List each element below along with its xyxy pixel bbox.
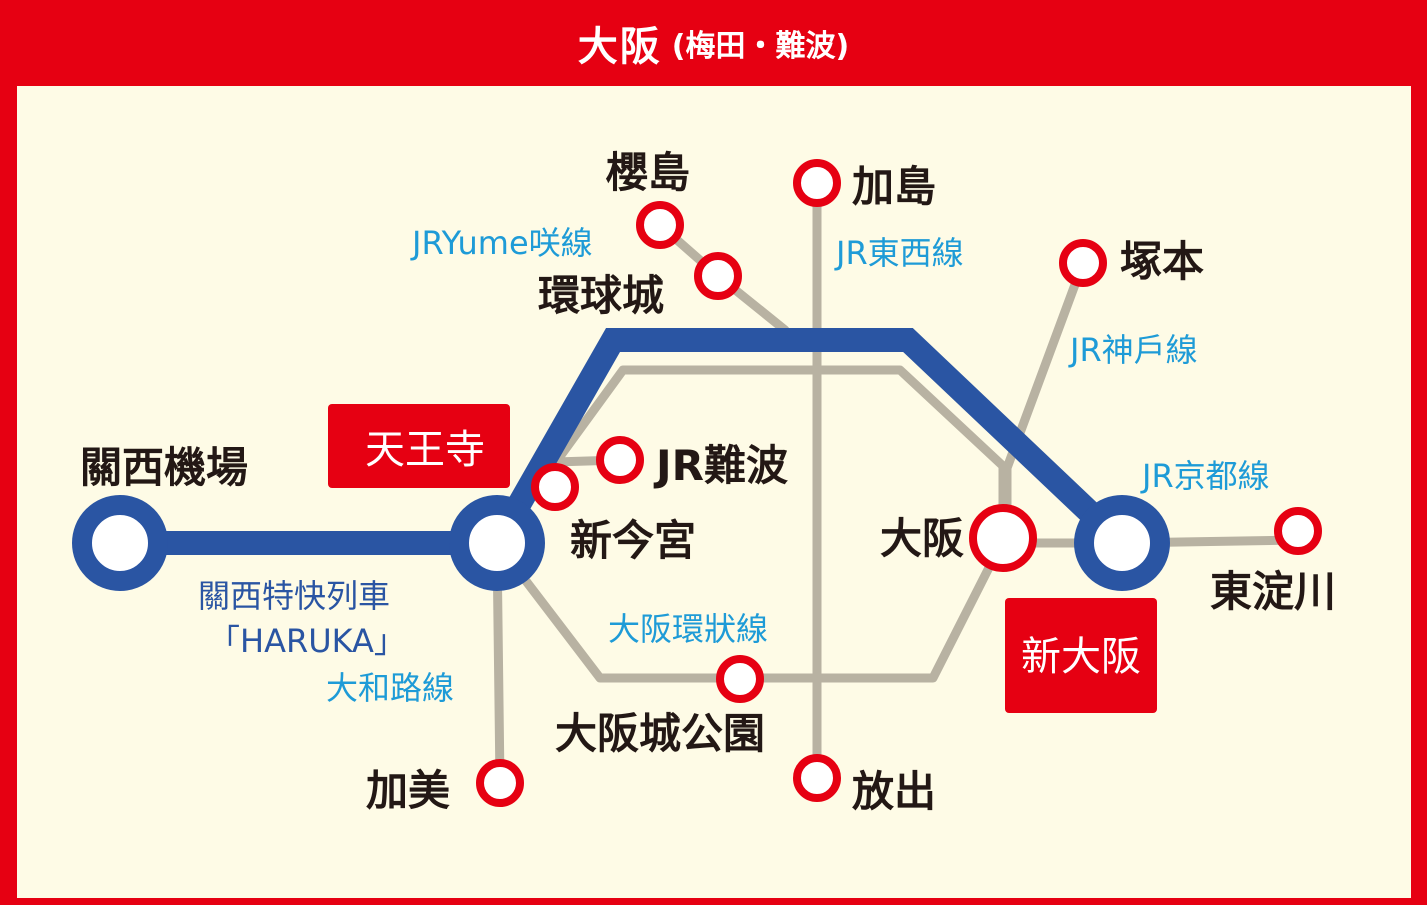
haruka-line bbox=[120, 328, 1131, 555]
hanaten-label: 放出 bbox=[852, 767, 936, 816]
osaka-loop-line-label: 大阪環狀線 bbox=[608, 610, 768, 648]
jr-namba-label: JR難波 bbox=[653, 441, 788, 490]
shin-imamiya-station-marker[interactable] bbox=[531, 463, 579, 511]
universal-city-station-marker[interactable] bbox=[694, 252, 742, 300]
jr-yumesaki-line-label: JRYume咲線 bbox=[410, 224, 593, 262]
sakurajima-station-marker[interactable] bbox=[636, 201, 684, 249]
osakajokoen-label: 大阪城公園 bbox=[555, 709, 765, 758]
haruka-name-label: 「HARUKA」 bbox=[208, 622, 406, 660]
shin-osaka-station-marker[interactable] bbox=[1074, 495, 1170, 591]
shin-osaka-badge bbox=[1005, 598, 1157, 713]
tennoji-badge bbox=[328, 404, 510, 488]
tennoji-station-marker[interactable] bbox=[449, 495, 545, 591]
haruka-line-label: 關西特快列車 bbox=[198, 577, 390, 615]
title-bar: 大阪 (梅田・難波) bbox=[0, 0, 1427, 86]
jr-namba-station-marker[interactable] bbox=[596, 436, 644, 484]
higashi-yodogawa-label: 東淀川 bbox=[1210, 567, 1336, 616]
osaka-station-marker[interactable] bbox=[969, 504, 1037, 572]
shin-imamiya-label: 新今宮 bbox=[570, 516, 696, 565]
shin-osaka-badge-label: 新大阪 bbox=[1021, 634, 1141, 680]
osaka-loop-line bbox=[492, 365, 1008, 683]
kansai-airport-station-marker[interactable] bbox=[72, 495, 168, 591]
osakajokoen-station-marker[interactable] bbox=[716, 655, 764, 703]
sakurajima-label: 櫻島 bbox=[605, 148, 690, 197]
tsukamoto-label: 塚本 bbox=[1120, 237, 1204, 286]
kami-label: 加美 bbox=[366, 766, 450, 815]
kami-station-marker[interactable] bbox=[476, 759, 524, 807]
jr-kobe-line-label: JR神戶線 bbox=[1068, 331, 1198, 369]
universal-city-label: 環球城 bbox=[538, 271, 664, 320]
higashi-yodogawa-station-marker[interactable] bbox=[1274, 507, 1322, 555]
tsukamoto-station-marker[interactable] bbox=[1059, 239, 1107, 287]
yamatoji-line-label: 大和路線 bbox=[326, 669, 454, 707]
route-map-svg: 天王寺 新大阪 關西機場 櫻島 環球城 加島 塚本 JR難波 新今宮 大阪 東淀… bbox=[72, 148, 1336, 816]
osaka-label: 大阪 bbox=[880, 514, 964, 563]
hanaten-station-marker[interactable] bbox=[793, 754, 841, 802]
route-map: 天王寺 新大阪 關西機場 櫻島 環球城 加島 塚本 JR難波 新今宮 大阪 東淀… bbox=[17, 86, 1411, 898]
jr-kyoto-line-label: JR京都線 bbox=[1140, 457, 1270, 495]
page-subtitle: (梅田・難波) bbox=[671, 29, 850, 64]
kashima-station-marker[interactable] bbox=[793, 159, 841, 207]
kansai-airport-label: 關西機場 bbox=[80, 443, 248, 492]
kashima-label: 加島 bbox=[852, 162, 936, 211]
jr-tozai-line-label: JR東西線 bbox=[834, 234, 964, 272]
page-title: 大阪 bbox=[577, 24, 662, 70]
tennoji-badge-label: 天王寺 bbox=[365, 427, 485, 473]
